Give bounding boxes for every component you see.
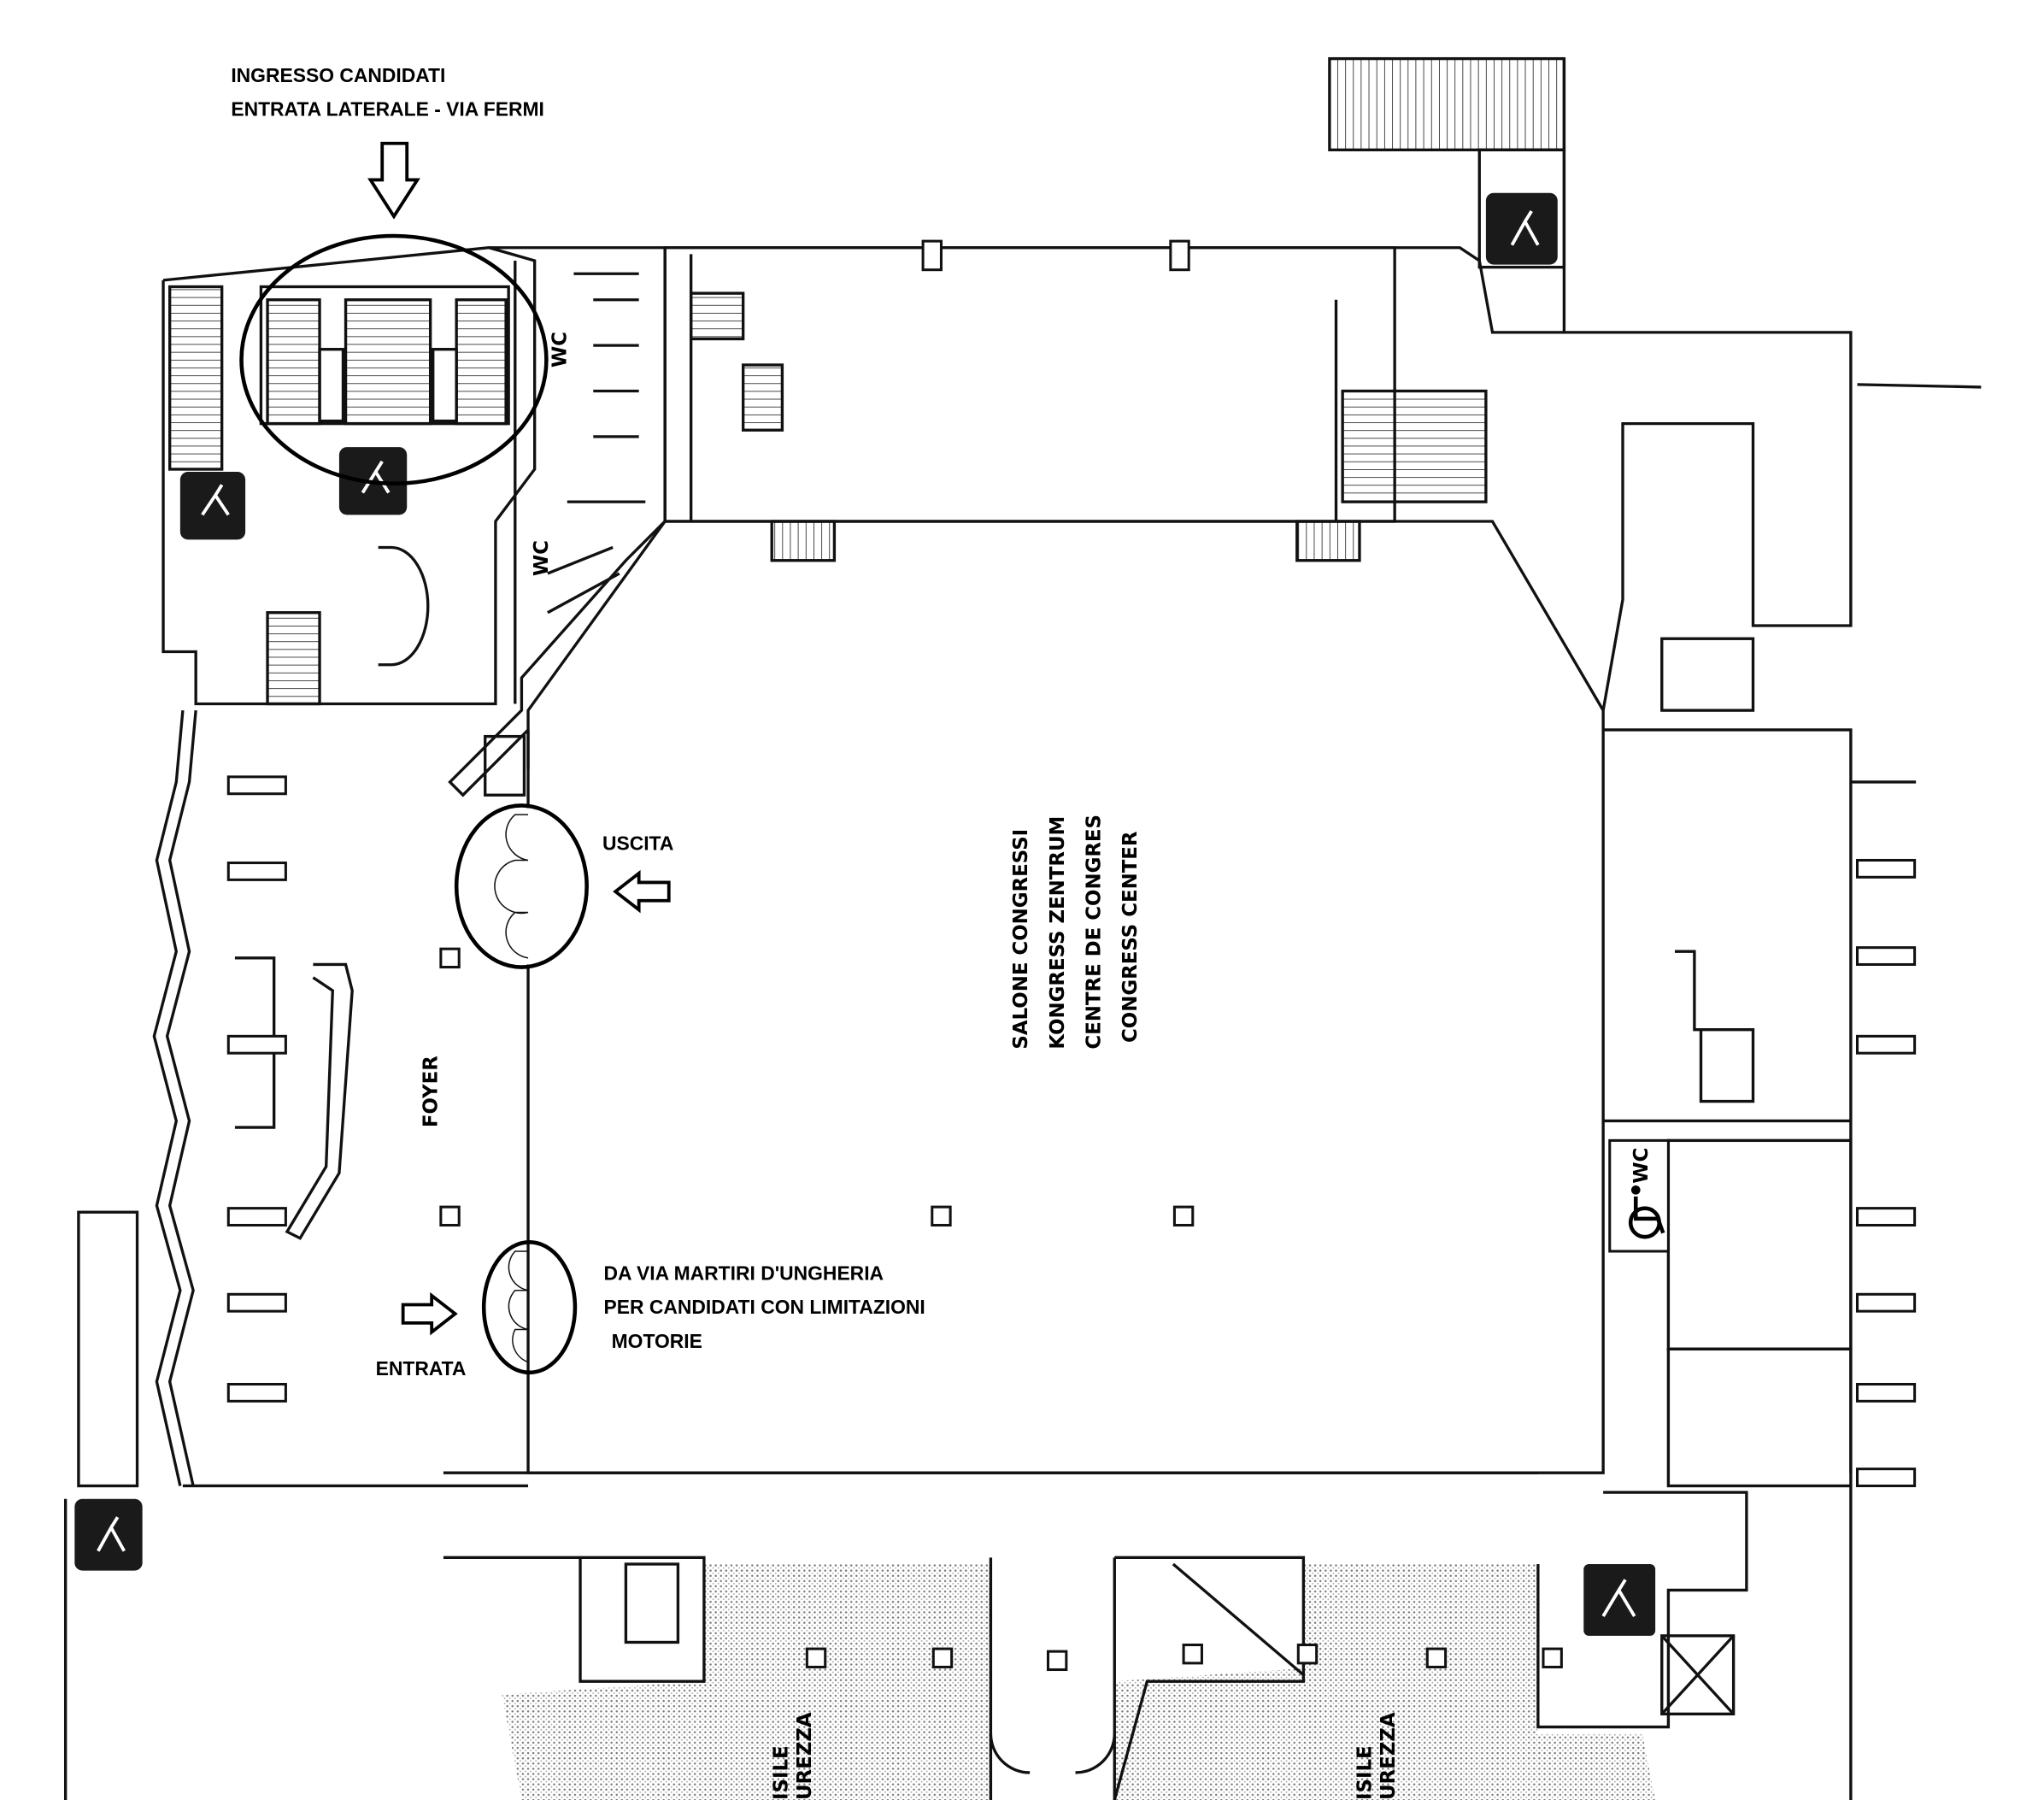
accessible-entrance-label: DA VIA MARTIRI D'UNGHERIA [603, 1262, 884, 1285]
exit-label: USCITA [602, 832, 673, 854]
pillars [226, 775, 1917, 1672]
hall-label-fr: CENTRE DE CONGRES [1083, 815, 1105, 1050]
hall-label-de: KONGRESS ZENTRUM [1047, 816, 1069, 1050]
partial-label: ISILE [771, 1745, 793, 1800]
side-entrance-label: ENTRATA LATERALE - VIA FERMI [231, 98, 544, 121]
bottom-strip-walls [443, 1471, 1538, 1800]
wc-label: WC [531, 540, 553, 576]
wc-label: WC [1630, 1148, 1653, 1184]
exit-highlight [454, 803, 589, 969]
stage-room-walls [663, 239, 1488, 562]
hall-label-en: CONGRESS CENTER [1119, 831, 1142, 1043]
entrance-highlight [481, 1240, 578, 1375]
shaded-area-bottom [502, 1563, 1656, 1800]
foyer-label: FOYER [420, 1056, 442, 1127]
arrow-down-icon [367, 141, 420, 220]
accessible-entrance-label: MOTORIE [612, 1330, 702, 1352]
entrance-label: ENTRATA [376, 1357, 467, 1379]
arrow-right-icon [401, 1291, 458, 1336]
stair-block-left [162, 246, 537, 706]
hall-label-it: SALONE CONGRESSI [1010, 829, 1032, 1050]
foyer-outer-wall [152, 709, 529, 1488]
arrow-left-icon [613, 869, 671, 914]
hall-label: SALONE CONGRESSI KONGRESS ZENTRUM CENTRE… [1010, 815, 1142, 1050]
side-entrance-label: INGRESSO CANDIDATI [231, 64, 445, 86]
wc-label: WC [549, 332, 571, 368]
accessible-entrance-label: PER CANDIDATI CON LIMITAZIONI [603, 1296, 925, 1318]
partial-label: UREZZA [794, 1712, 816, 1800]
wheelchair-icon [1608, 1138, 1670, 1253]
side-entrance-highlight [239, 233, 549, 486]
partial-label: UREZZA [1377, 1712, 1400, 1800]
wc-block-left [448, 246, 667, 797]
external-stair-left [77, 1210, 139, 1488]
partial-label: ISILE [1354, 1745, 1377, 1800]
doors-left-wall [494, 814, 529, 1363]
right-block-walls [1328, 56, 1982, 1800]
